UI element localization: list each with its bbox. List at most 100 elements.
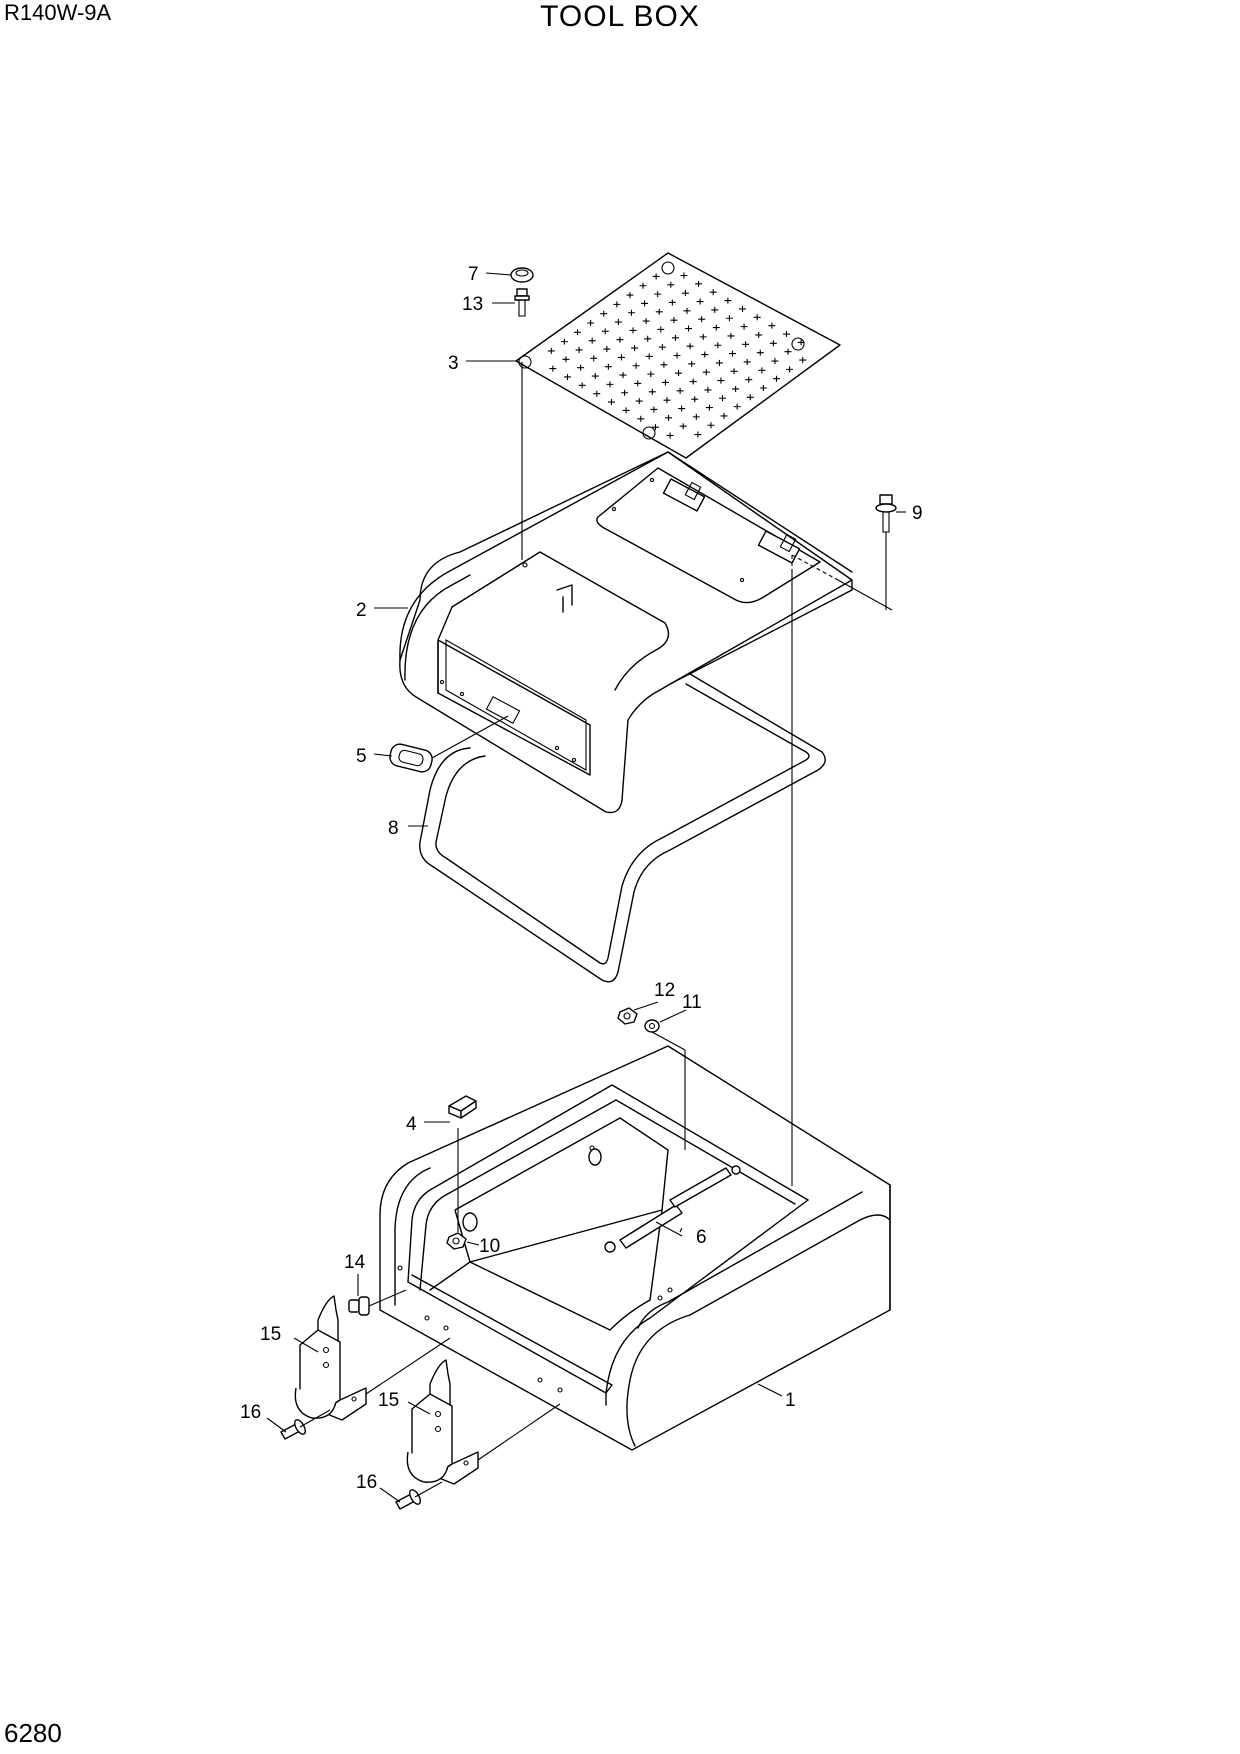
callout-14: 14 [344, 1252, 366, 1273]
perforation-hole [758, 367, 766, 374]
bolt-9 [875, 494, 897, 533]
perforation-hole [564, 373, 572, 380]
perforation-hole [698, 316, 706, 323]
perforation-hole [678, 405, 686, 412]
callout-leaders [266, 272, 906, 1503]
callout-15a: 15 [260, 1324, 281, 1345]
perforation-hole [666, 432, 674, 439]
nut-10 [446, 1232, 467, 1250]
perforation-hole [746, 394, 754, 401]
perforation-hole [676, 387, 684, 394]
perforation-hole [769, 340, 777, 347]
perforation-hole [739, 305, 747, 312]
callout-11: 11 [682, 992, 702, 1013]
perforation-hole [629, 327, 637, 334]
perforation-hole [626, 292, 634, 299]
perforation-hole [587, 320, 595, 326]
perforation-hole [593, 390, 601, 397]
perforation-hole [688, 360, 696, 367]
perforation-hole [652, 273, 660, 280]
hinge-upper [662, 478, 706, 512]
perforation-hole [635, 398, 643, 405]
perforation-hole [732, 385, 740, 392]
perforation-hole [685, 325, 693, 332]
callout-15b: 15 [378, 1390, 399, 1411]
perforation-hole [588, 337, 596, 344]
perforation-hole [607, 399, 615, 406]
perforation-hole [617, 354, 625, 361]
screw-16a [280, 1419, 306, 1440]
callout-13: 13 [462, 294, 483, 315]
perforation-hole [696, 298, 704, 305]
perforation-hole [733, 403, 741, 410]
perforation-hole [601, 328, 609, 335]
perforation-hole [657, 326, 665, 333]
perforation-hole [712, 324, 720, 331]
perforation-hole [717, 377, 725, 384]
perforation-hole [689, 378, 697, 385]
perforation-hole [616, 336, 624, 343]
perforation-hole [651, 424, 659, 431]
perforation-hole [644, 335, 652, 342]
perforation-hole [686, 343, 694, 350]
model-number: R140W-9A [4, 0, 112, 25]
perforation-hole [619, 372, 627, 379]
perforation-hole [613, 301, 621, 308]
perforation-hole [719, 395, 727, 402]
perforation-hole [784, 348, 792, 355]
bolt-13 [514, 288, 530, 317]
perforation-hole [671, 334, 679, 341]
perforation-hole [695, 280, 703, 287]
perforation-hole [704, 386, 712, 393]
perforation-hole [650, 406, 658, 413]
perforation-hole [759, 385, 767, 391]
perforation-hole [709, 289, 717, 296]
perforation-hole [614, 319, 622, 326]
callout-7: 7 [468, 264, 479, 285]
callout-16a: 16 [240, 1402, 261, 1423]
perforation-hole [705, 404, 713, 411]
screw-16b [395, 1489, 421, 1510]
callout-1: 1 [785, 1390, 796, 1411]
perforation-hole [639, 282, 647, 289]
tube-frame [419, 673, 826, 983]
perforation-hole [691, 396, 699, 403]
callout-4: 4 [406, 1114, 417, 1135]
perforation-hole [658, 344, 666, 351]
callout-3: 3 [448, 353, 459, 374]
perforation-hole [742, 341, 750, 348]
perforation-hole [707, 422, 715, 429]
callout-9: 9 [912, 503, 923, 524]
perforation-hole [622, 407, 630, 414]
perforation-hole [797, 339, 805, 346]
perforation-hole [642, 318, 650, 325]
perforation-hole [725, 315, 733, 322]
perforation-hole [753, 314, 761, 321]
perforation-hole [782, 331, 790, 338]
perforation-hole [772, 375, 780, 382]
perforation-hole [627, 309, 635, 316]
perforation-hole [574, 329, 582, 336]
nut-12 [617, 1007, 638, 1025]
perforation-hole [606, 381, 614, 388]
hinge-lower [757, 530, 801, 564]
callout-10: 10 [479, 1236, 500, 1257]
perforation-hole [786, 366, 794, 373]
perforation-hole [702, 369, 710, 376]
plate-perforations [547, 272, 807, 439]
perforation-hole [720, 412, 728, 419]
perforation-hole [645, 353, 653, 360]
perforation-hole [683, 307, 691, 314]
callout-2: 2 [356, 600, 367, 621]
perforation-hole [799, 357, 807, 364]
page-title: TOOL BOX [540, 0, 700, 33]
perforation-hole [681, 290, 689, 297]
callout-5: 5 [356, 746, 367, 767]
perforation-hole [591, 373, 599, 380]
perforation-hole [634, 380, 642, 387]
cover-plate [515, 252, 841, 459]
perforation-hole [637, 415, 645, 422]
lid [399, 451, 853, 814]
perforation-hole [675, 370, 683, 377]
cap-7 [510, 267, 534, 283]
